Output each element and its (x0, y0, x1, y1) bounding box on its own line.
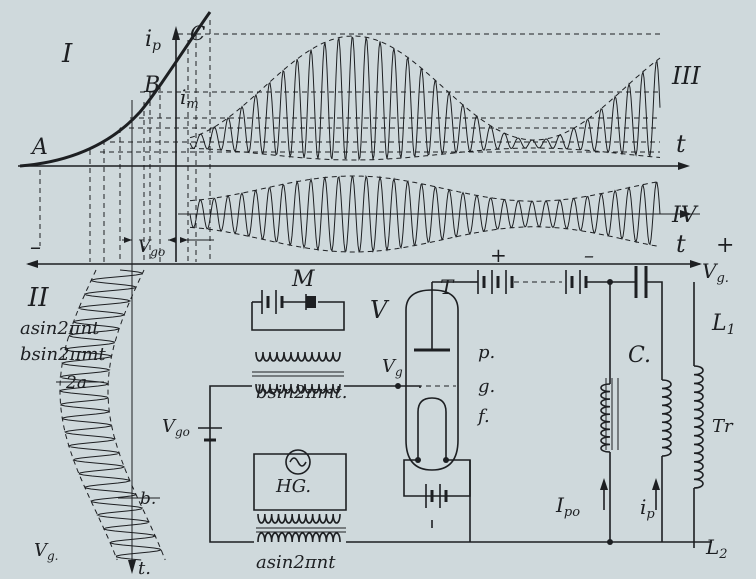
label-region-II: II (27, 283, 49, 313)
t-arrow-down (128, 560, 136, 574)
grid-voltage-wave (58, 269, 162, 561)
label-asin-left: asin2πnt (20, 318, 100, 339)
label-b: b. (140, 489, 156, 509)
label-im: im (180, 85, 199, 112)
vg-arrow-right (690, 260, 702, 268)
circuit (198, 266, 712, 548)
label-L1: L1 (711, 311, 736, 338)
label-T: T (440, 275, 455, 299)
plate-battery (477, 270, 588, 294)
cap-lead (646, 281, 663, 380)
m-loop (251, 301, 345, 331)
vgo-markers (56, 237, 214, 499)
label-plus: + (716, 233, 734, 258)
label-Ipo: Ipo (555, 493, 580, 520)
label-f: f. (476, 406, 490, 427)
hg-box (253, 453, 347, 511)
carrier-IV (189, 174, 661, 254)
label-asin-coil: asin2πnt (256, 552, 336, 573)
label-vgo-circuit: Vgo (162, 416, 190, 439)
upper-t-arrow (678, 162, 690, 170)
label-t-lower: t (676, 230, 686, 258)
label-vg-bottom: Vg. (34, 540, 59, 563)
envelope-III-lower (190, 147, 661, 161)
carrier-III (189, 36, 661, 161)
hg-secondary-coil (257, 532, 341, 543)
envelope-III-upper (189, 35, 661, 141)
label-region-V: V (370, 296, 390, 324)
label-bsin-coil: bsin2πmt. (256, 382, 347, 403)
label-2a: 2a (65, 373, 87, 393)
grid-envelope-left (59, 269, 118, 561)
characteristic-curve (19, 11, 212, 168)
label-vg-circuit: Vg (382, 356, 403, 379)
label-minus: – (30, 235, 41, 260)
transformer-secondary (693, 365, 704, 489)
label-region-III: III (671, 62, 701, 90)
filament (417, 397, 447, 460)
label-B: B (143, 73, 160, 98)
label-C: C (190, 21, 205, 45)
projection-lines (39, 20, 660, 262)
envelope-IV-upper (190, 175, 661, 202)
filament-loop (403, 459, 471, 497)
label-ip: ip (145, 27, 161, 54)
ip-arrow (172, 26, 180, 40)
label-t-bottom: t. (138, 558, 151, 579)
label-ip-circuit: ip (640, 495, 655, 522)
top-axes (18, 26, 702, 574)
waveform-IV (189, 174, 661, 254)
label-vgo-top: Vgo (138, 237, 165, 259)
waveform-II (58, 269, 166, 561)
label-A: A (30, 135, 48, 160)
hg-primary-coil (257, 513, 341, 524)
label-HG: HG. (275, 476, 311, 497)
label-batt-plus: + (490, 243, 507, 267)
grid-envelope-right (107, 269, 166, 561)
hg-source (285, 449, 311, 475)
labels: I II III IV V ip im A B C t t + – Vg. Vg… (20, 21, 736, 579)
label-M: M (291, 267, 315, 292)
m-primary-coil (255, 351, 341, 362)
label-t-upper: t (676, 130, 686, 158)
vacuum-tube (405, 289, 459, 471)
label-region-IV: IV (671, 203, 699, 228)
envelope-IV-lower (190, 226, 661, 253)
label-bsin-left: bsin2πmt (20, 344, 106, 365)
waveform-III (189, 35, 661, 161)
label-g: g. (478, 376, 495, 397)
label-L2: L2 (705, 535, 728, 562)
left-bus (209, 385, 254, 543)
label-p: p. (478, 342, 495, 363)
choke-coil (600, 383, 611, 453)
transformer-primary (661, 379, 672, 457)
label-C-cap: C. (628, 343, 651, 368)
lower-t-arrow (680, 210, 692, 218)
vg-arrow-left (26, 260, 38, 268)
label-region-I: I (61, 39, 73, 69)
label-vg-axis: Vg. (702, 259, 729, 286)
m-battery (261, 290, 316, 314)
label-Tr: Tr (712, 416, 734, 437)
label-batt-minus: – (584, 243, 594, 267)
m-secondary-coil (255, 383, 341, 394)
